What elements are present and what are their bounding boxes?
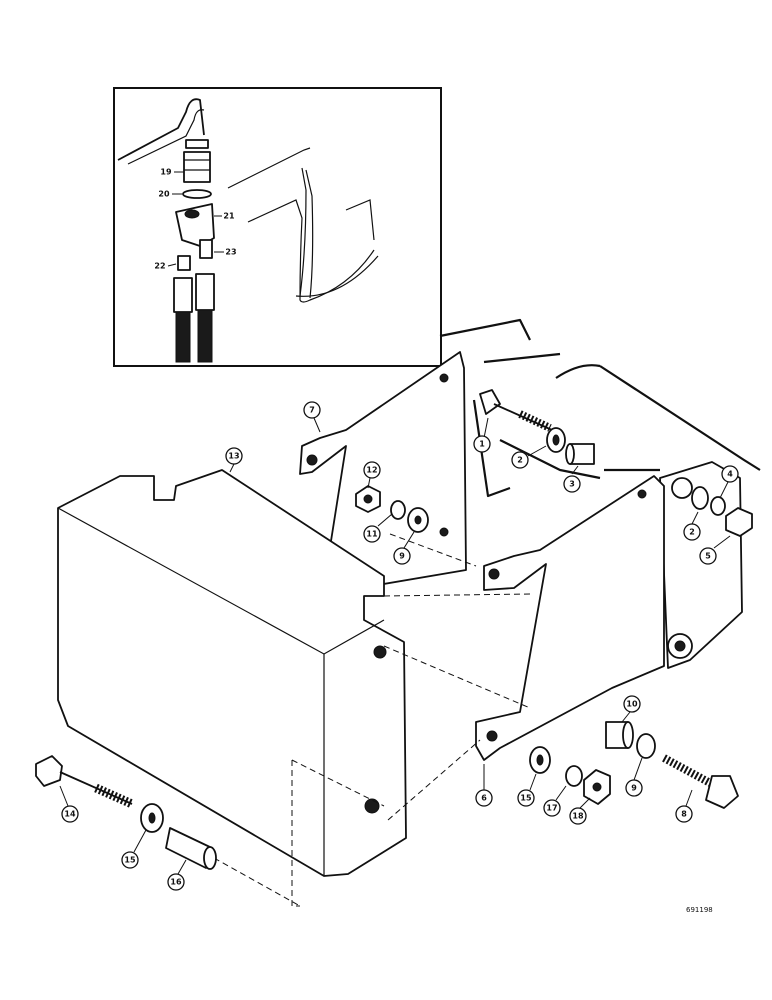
callout-14: 14 [64, 810, 76, 819]
callout-2-upper: 2 [517, 456, 523, 465]
bracket-6 [475, 475, 665, 761]
washer-2-upper [546, 427, 566, 453]
callout-20: 20 [158, 190, 170, 199]
lockwasher-4 [710, 496, 726, 516]
callout-9-lower: 9 [631, 784, 637, 793]
spacer-10 [605, 721, 634, 749]
washer-15-left [140, 803, 164, 833]
callout-17: 17 [546, 804, 557, 813]
callout-4: 4 [727, 470, 733, 479]
washer-9-upper [407, 507, 429, 533]
callout-21: 21 [223, 212, 235, 221]
callout-1: 1 [479, 440, 485, 449]
callout-7: 7 [309, 406, 315, 415]
callout-15-left: 15 [124, 856, 136, 865]
spacer-16 [165, 827, 217, 870]
hydraulic-fitting-inset: 19 20 21 22 23 [113, 87, 442, 367]
callout-2-right: 2 [689, 528, 695, 537]
lockwasher-11 [390, 500, 406, 520]
callout-11: 11 [366, 530, 378, 539]
spacer-3 [565, 443, 595, 465]
washer-9-lower [636, 733, 656, 759]
nut-5 [725, 507, 753, 537]
washer-15-lower [529, 746, 551, 774]
callout-18: 18 [572, 812, 584, 821]
callout-23: 23 [225, 248, 236, 257]
callout-22: 22 [154, 262, 165, 271]
lockwasher-17 [565, 765, 583, 787]
bolt-1 [479, 389, 553, 432]
washer-2-right [691, 486, 709, 510]
callout-13: 13 [228, 452, 239, 461]
figure-reference: 691198 [686, 906, 713, 914]
bolt-8 [662, 754, 739, 809]
callout-19: 19 [160, 168, 172, 177]
nut-18 [583, 769, 611, 805]
callout-15-lower: 15 [520, 794, 532, 803]
callout-8: 8 [681, 810, 687, 819]
callout-3: 3 [569, 480, 575, 489]
callout-16: 16 [170, 878, 182, 887]
callout-5: 5 [705, 552, 711, 561]
callout-9-upper: 9 [399, 552, 405, 561]
callout-12: 12 [366, 466, 377, 475]
callout-10: 10 [626, 700, 638, 709]
bolt-14 [35, 755, 134, 809]
counterweight-13 [57, 469, 407, 877]
callout-6: 6 [481, 794, 487, 803]
